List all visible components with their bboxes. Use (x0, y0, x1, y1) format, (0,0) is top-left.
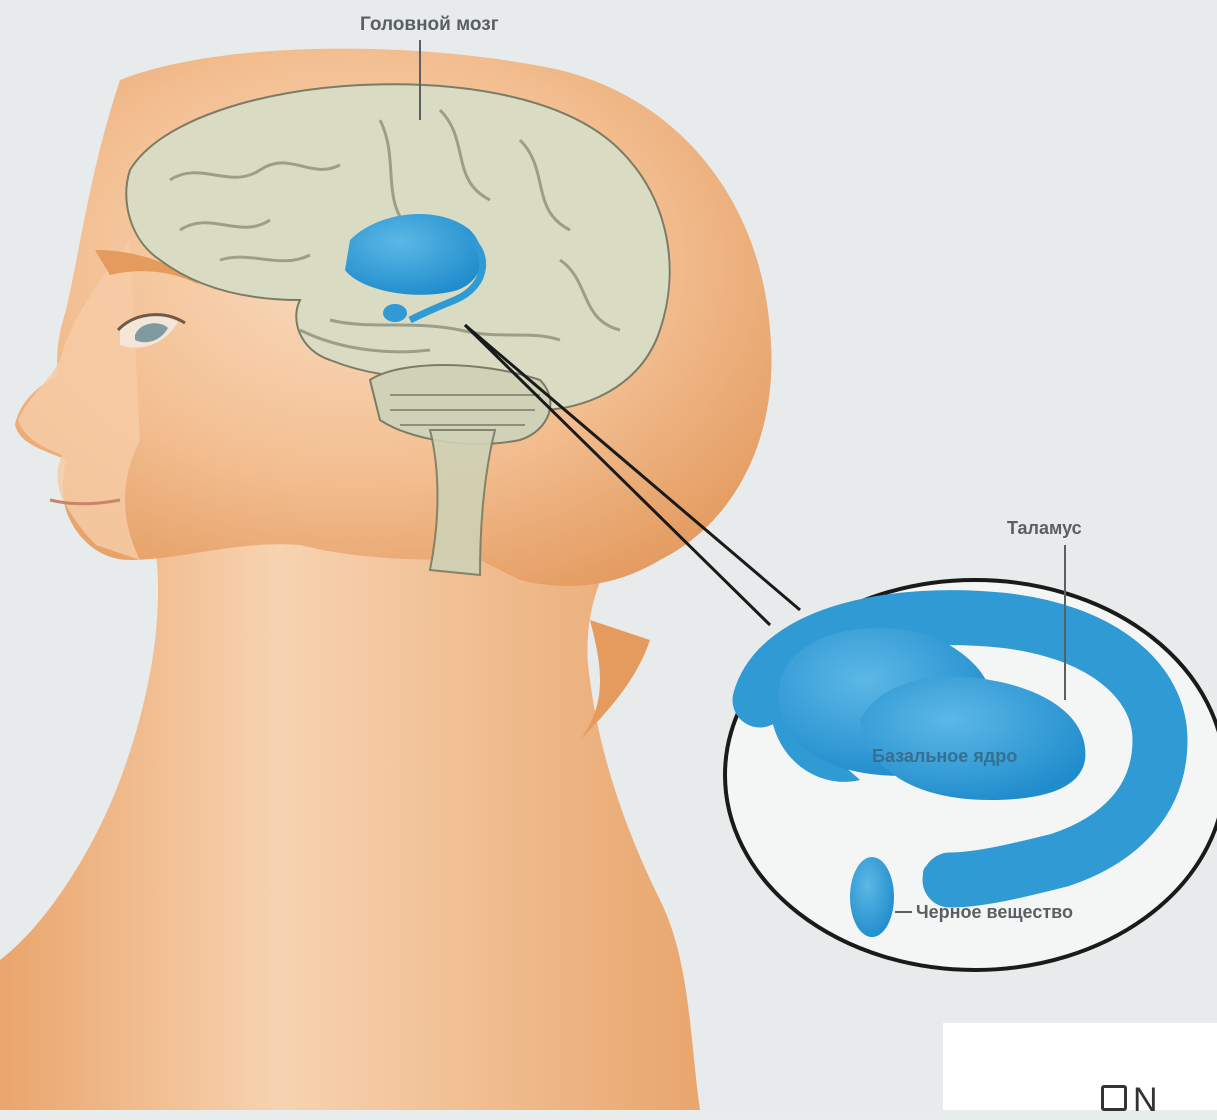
corner-overlay-card: N (943, 1023, 1217, 1110)
label-thalamus: Таламус (1007, 518, 1082, 539)
substantia-nigra-shape (850, 857, 894, 937)
corner-text: N (1133, 1081, 1158, 1120)
document-icon (1101, 1085, 1127, 1111)
label-substantia-nigra: Черное вещество (916, 902, 1073, 923)
label-brain: Головной мозг (360, 14, 499, 36)
label-basal-nucleus: Базальное ядро (872, 746, 1017, 767)
